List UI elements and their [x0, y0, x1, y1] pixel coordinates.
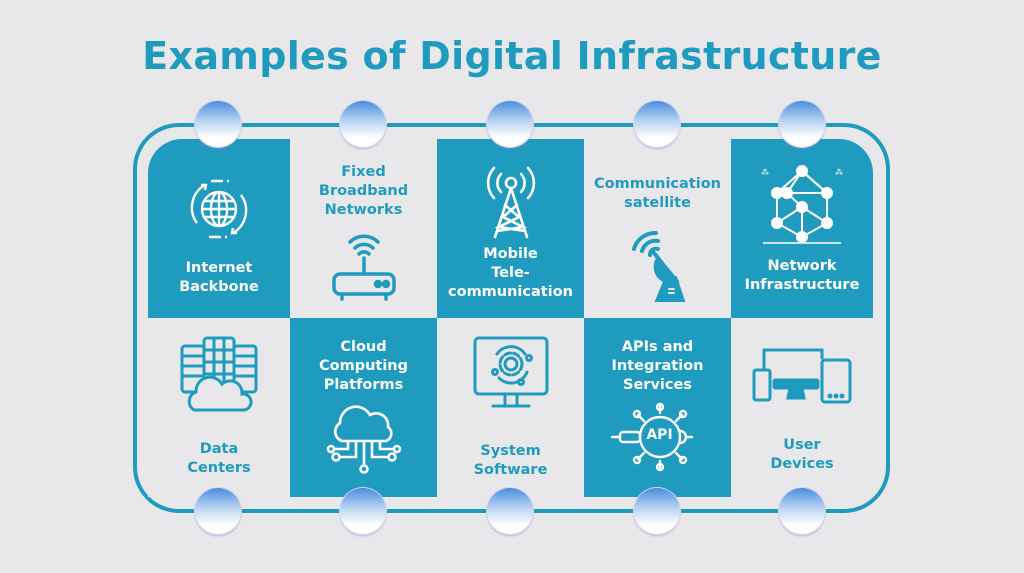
connector-dot — [340, 488, 386, 534]
cell-label: Broadband — [318, 183, 409, 199]
connector-dot — [634, 101, 680, 147]
cell-label: Infrastructure — [744, 277, 860, 293]
connector-dot — [779, 488, 825, 534]
cell-label: Centers — [187, 460, 251, 476]
page-title: Examples of Digital Infrastructure — [142, 34, 882, 78]
connector-dot — [195, 488, 241, 534]
cell-label: Computing — [318, 358, 409, 374]
connector-dot — [634, 488, 680, 534]
cell-label: Devices — [770, 456, 834, 472]
monitor-gear-icon — [473, 336, 548, 408]
cell-label: satellite — [624, 195, 691, 211]
cell-label: Integration — [611, 358, 704, 374]
cell-label: System — [480, 443, 541, 459]
cell-label: Platforms — [323, 377, 404, 393]
connector-dot — [779, 101, 825, 147]
satellite-dish-icon — [631, 231, 685, 302]
cell-label: Internet — [185, 260, 253, 276]
devices-icon — [752, 348, 852, 404]
connector-dot — [195, 101, 241, 147]
network-nodes-icon: ⁂⁂ — [761, 165, 843, 244]
cell-tower-icon — [486, 166, 535, 239]
cell-label: Services — [623, 377, 692, 393]
connector-dot — [340, 101, 386, 147]
cell-label: Fixed — [341, 164, 386, 180]
cell-label: Communication — [593, 176, 721, 192]
svg-text:⁂: ⁂ — [761, 167, 769, 177]
cell-label: Data — [199, 441, 239, 457]
cell-label: Tele- — [491, 265, 530, 281]
cloud-circuit-icon — [326, 405, 401, 474]
cell-label: Networks — [324, 202, 403, 218]
cell-label: User — [783, 437, 821, 453]
cell-label: communication — [448, 284, 573, 300]
svg-text:⁂: ⁂ — [835, 167, 843, 177]
cell-label: Software — [473, 462, 548, 478]
api-gear-icon: API — [610, 401, 706, 473]
cell-label: Mobile — [483, 246, 538, 262]
cell-label: Backbone — [179, 279, 259, 295]
cell-communication-satellite: Communication satellite — [584, 139, 731, 318]
wifi-router-icon — [331, 234, 396, 301]
cell-label: Network — [767, 258, 837, 274]
api-label: API — [646, 427, 673, 443]
cell-label: Cloud — [340, 339, 387, 355]
globe-rotate-icon — [190, 179, 248, 239]
server-cloud-icon — [180, 336, 258, 412]
connector-dot — [487, 101, 533, 147]
connector-dot — [487, 488, 533, 534]
cell-label: APIs and — [621, 339, 694, 355]
